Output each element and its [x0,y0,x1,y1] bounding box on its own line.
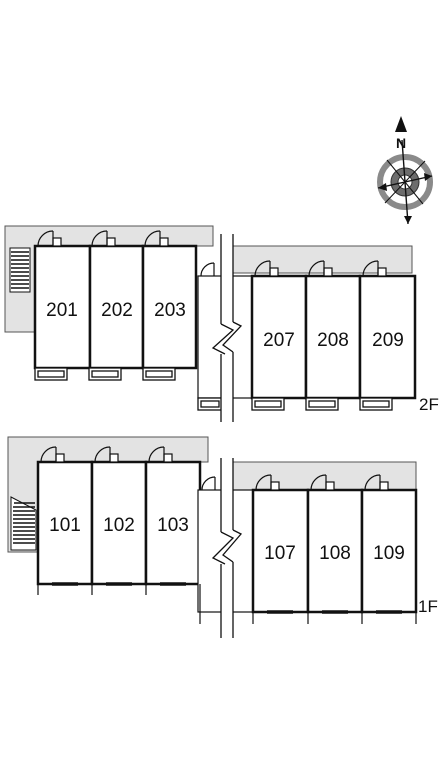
room-label-202: 202 [101,300,133,321]
room-label-101: 101 [49,515,81,536]
room-203 [141,244,198,370]
room-label-102: 102 [103,515,135,536]
room-label-109: 109 [373,543,405,564]
stairs-icon [10,496,37,551]
room-label-108: 108 [319,543,351,564]
north-label: N [396,135,406,151]
floor-label-2f: 2F [419,395,439,414]
room-label-201: 201 [46,300,78,321]
door-swing-icon [40,446,389,491]
room-202 [88,244,145,370]
balconies-2f [34,367,393,411]
room-label-107: 107 [264,543,296,564]
room-label-208: 208 [317,330,349,351]
room-208 [304,274,362,400]
room-label-203: 203 [154,300,186,321]
room-label-103: 103 [157,515,189,536]
stairs-icon [9,247,31,293]
room-201 [33,244,92,370]
section-break-icon [211,234,243,422]
room-label-207: 207 [263,330,295,351]
room-103 [144,460,202,586]
first-floor-plan: 101 102 103 107 108 109 1F [7,436,438,638]
room-label-209: 209 [372,330,404,351]
second-floor-plan: 201 202 203 207 208 209 2F [4,225,439,422]
floor-label-1f: 1F [418,597,438,616]
section-break-icon [211,458,243,638]
compass-rose-icon: N [377,116,433,225]
door-swing-icon [37,230,387,277]
